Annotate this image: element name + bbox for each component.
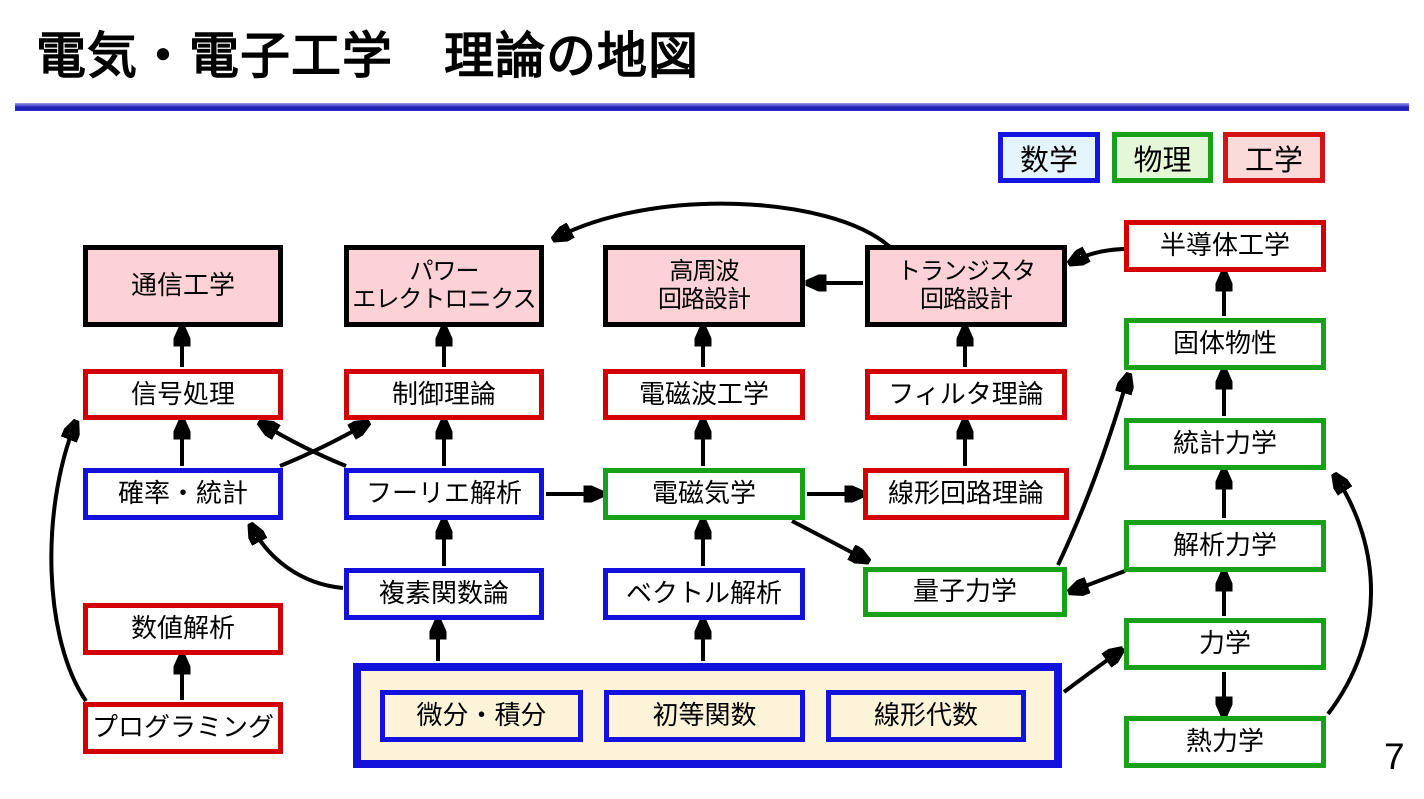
- legend-math-label: 数学: [1019, 144, 1078, 177]
- node-electromagnetics: 電磁気学: [603, 468, 805, 520]
- node-linear-algebra: 線形代数: [826, 690, 1026, 742]
- node-programming: プログラミング: [83, 702, 283, 754]
- legend-engineering: 工学: [1223, 132, 1325, 183]
- node-complex-analysis: 複素関数論: [344, 568, 544, 620]
- legend-physics: 物理: [1112, 132, 1213, 183]
- node-communication-engineering: 通信工学: [83, 245, 283, 327]
- page-title: 電気・電子工学 理論の地図: [36, 28, 699, 84]
- node-signal-processing: 信号処理: [83, 369, 283, 420]
- node-calculus: 微分・積分: [380, 690, 583, 742]
- arrow-programming-to-signal-processing: [49, 424, 88, 703]
- arrow-transistor-to-power-electronics: [556, 201, 892, 249]
- node-numerical-analysis: 数値解析: [83, 603, 283, 655]
- arrow-fourier-to-signal-processing: [262, 424, 347, 468]
- arrow-electromagnetics-to-quantum: [791, 519, 866, 560]
- node-em-wave-engineering: 電磁波工学: [603, 369, 805, 420]
- node-solid-state-physics: 固体物性: [1124, 318, 1326, 370]
- node-filter-theory: フィルタ理論: [865, 369, 1067, 420]
- node-power-electronics: パワー エレクトロニクス: [344, 245, 544, 327]
- node-analytical-mechanics: 解析力学: [1124, 520, 1326, 572]
- arrow-complex-analysis-to-probability: [252, 527, 344, 590]
- arrow-semiconductor-to-transistor: [1072, 249, 1125, 262]
- node-semiconductor-engineering: 半導体工学: [1124, 220, 1326, 272]
- node-vector-analysis: ベクトル解析: [603, 568, 805, 620]
- node-linear-circuit-theory: 線形回路理論: [863, 468, 1069, 520]
- page-number: 7: [1384, 736, 1405, 777]
- node-rf-circuit-design: 高周波 回路設計: [603, 245, 805, 327]
- legend-math: 数学: [998, 132, 1100, 183]
- node-control-theory: 制御理論: [344, 369, 544, 420]
- arrow-foundation-to-mechanics: [1062, 651, 1120, 694]
- node-probability-statistics: 確率・統計: [83, 468, 283, 520]
- legend-physics-label: 物理: [1133, 144, 1192, 177]
- arrow-thermodynamics-to-statistical-mechanics: [1326, 477, 1373, 716]
- node-quantum-mechanics: 量子力学: [863, 567, 1067, 617]
- arrow-probability-to-control-theory: [279, 424, 366, 468]
- node-thermodynamics: 熱力学: [1124, 716, 1326, 768]
- legend-engineering-label: 工学: [1244, 144, 1303, 177]
- node-elementary-functions: 初等関数: [604, 690, 805, 742]
- title-divider: [15, 103, 1409, 111]
- node-mechanics: 力学: [1124, 618, 1326, 670]
- node-statistical-mechanics: 統計力学: [1124, 418, 1326, 470]
- node-transistor-circuit-design: トランジスタ 回路設計: [865, 245, 1067, 327]
- arrow-analytical-mechanics-to-quantum: [1072, 569, 1126, 591]
- node-fourier-analysis: フーリエ解析: [344, 468, 544, 520]
